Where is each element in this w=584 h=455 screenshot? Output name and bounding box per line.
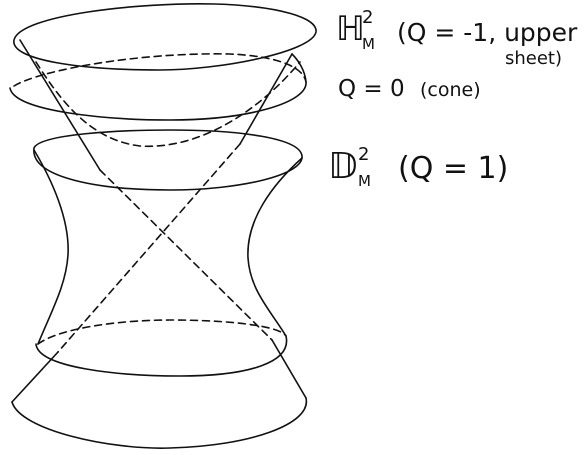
h2m-sub: M xyxy=(362,35,375,53)
h2m-condition-line1: (Q = -1, upper xyxy=(397,18,578,47)
hyperboloid-two-sheet-upper xyxy=(13,2,317,147)
d2m-sup: 2 xyxy=(358,144,369,165)
cone-lower-rim xyxy=(11,397,308,449)
one-sheet-bottom-back xyxy=(37,319,287,345)
cone-note: (cone) xyxy=(420,79,481,101)
cone-line-right-upper xyxy=(239,53,293,145)
hyperboloid-one-sheet xyxy=(33,129,303,377)
cone-upper-rim-back xyxy=(13,53,307,87)
label-hyperboloid-one-sheet: 𝔻 2 M (Q = 1) xyxy=(328,144,508,190)
label-hyperboloid-two-sheet: ℍ 2 M (Q = -1, upper sheet) xyxy=(336,7,578,69)
cone-line-left-bottom xyxy=(271,339,307,399)
d2m-sub: M xyxy=(358,172,371,190)
one-sheet-right-side xyxy=(247,157,303,337)
upper-sheet-bowl xyxy=(35,61,301,147)
one-sheet-top-ellipse xyxy=(33,129,303,191)
d2m-condition: (Q = 1) xyxy=(398,151,508,186)
one-sheet-left-side xyxy=(33,149,69,345)
surfaces-drawing xyxy=(9,2,317,449)
cone xyxy=(9,39,308,449)
upper-sheet-top-ellipse xyxy=(13,2,317,71)
cone-line-left-lower-dashed xyxy=(99,169,273,341)
cone-equation: Q = 0 xyxy=(338,76,405,102)
d2m-symbol: 𝔻 xyxy=(328,146,357,187)
h2m-symbol: ℍ xyxy=(336,9,365,49)
label-cone: Q = 0 (cone) xyxy=(338,76,481,102)
cone-line-right-bottom xyxy=(11,351,59,403)
h2m-condition-line2: sheet) xyxy=(505,48,562,69)
cone-line-right-lower-dashed xyxy=(57,143,241,353)
cone-line-left-upper xyxy=(19,39,101,171)
cone-upper-rim-front xyxy=(9,53,307,121)
one-sheet-bottom-front xyxy=(35,335,288,377)
h2m-sup: 2 xyxy=(362,7,373,28)
